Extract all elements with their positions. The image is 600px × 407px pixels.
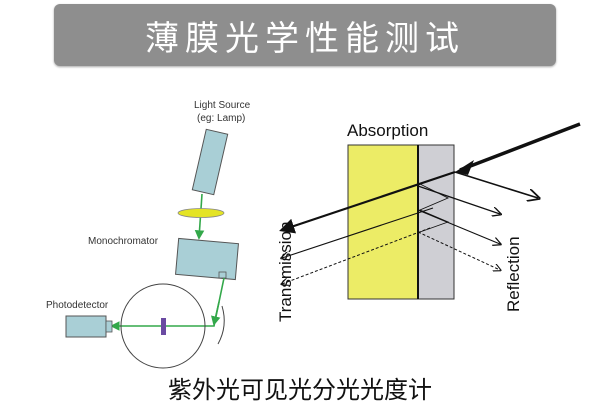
incident-arrowhead [455,160,474,175]
transmitted-ray-3 [282,227,431,284]
incident-beam [459,122,581,172]
monochromator-label: Monochromator [88,236,159,247]
light-source-label: Light Source [194,100,251,111]
sample-chamber [120,283,206,369]
absorption-label: Absorption [347,121,428,140]
chamber-arc [217,305,225,345]
beam-arrowhead-down [211,301,221,326]
reflected-ray-4 [417,231,500,270]
monochromator-exit-slit [218,271,227,279]
photodetector-window [105,320,113,333]
beam-mono-to-sample [110,277,225,331]
sample-cuvette [161,318,166,335]
caption: 紫外光可见光分光光度计 [168,376,432,404]
reflection-label: Reflection [504,236,523,312]
photodetector-box [65,315,107,338]
internal-reflection-path [418,171,456,233]
reflected-ray-1 [454,171,538,198]
monochromator-box [175,237,239,281]
transmitted-ray-2 [282,207,434,258]
reflected-ray-2 [417,185,500,214]
focusing-lens [177,208,225,218]
transmission-label: Transmission [276,222,295,322]
light-source-sublabel: (eg: Lamp) [197,113,245,124]
thin-film-layer [347,144,419,300]
slide-title: 薄膜光学性能测试 [145,18,465,59]
photodetector-label: Photodetector [46,300,109,311]
reflected-ray-3 [417,209,500,244]
title-banner: 薄膜光学性能测试 [54,4,556,66]
light-source-lamp [191,128,229,196]
